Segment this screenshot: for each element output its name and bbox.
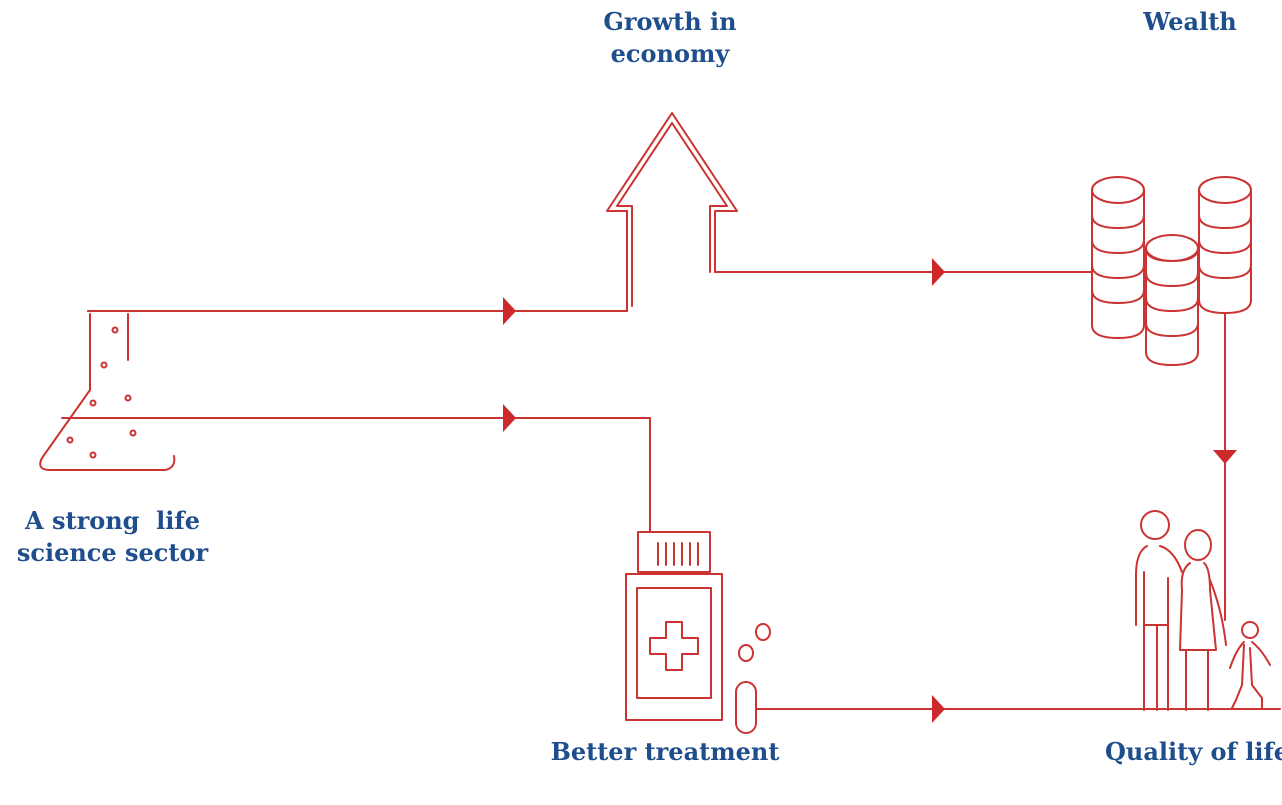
sector-label-line1: A strong life	[25, 506, 200, 535]
treatment-label-line1: Better treatment	[550, 737, 780, 766]
arrowhead-wealth-quality	[1213, 450, 1237, 464]
flow-line-sector-growth	[87, 210, 628, 312]
growth-label-line1: Growth in	[603, 7, 737, 36]
wealth-label-line1: Wealth	[1143, 7, 1237, 36]
sector-label: A strong life science sector	[0, 505, 225, 569]
treatment-label: Better treatment	[540, 736, 790, 768]
sector-label-line2: science sector	[16, 538, 209, 567]
coin-stacks-icon	[1091, 176, 1252, 366]
arrowhead-treatment-quality	[932, 695, 945, 723]
flow-line-sector-treatment	[61, 417, 651, 533]
arrowhead-growth-wealth	[932, 258, 945, 286]
quality-label-line1: Quality of life	[1105, 737, 1282, 766]
arrowhead-sector-treatment	[503, 404, 516, 432]
flask-icon	[39, 310, 176, 471]
family-icon	[1135, 510, 1271, 711]
medicine-bottle-icon	[625, 531, 771, 734]
growth-label: Growth in economy	[575, 6, 765, 70]
arrowhead-sector-growth	[503, 297, 516, 325]
wealth-label: Wealth	[1110, 6, 1270, 38]
growth-label-line2: economy	[610, 39, 730, 68]
up-arrow-icon	[606, 112, 738, 312]
quality-label: Quality of life	[1105, 736, 1282, 768]
